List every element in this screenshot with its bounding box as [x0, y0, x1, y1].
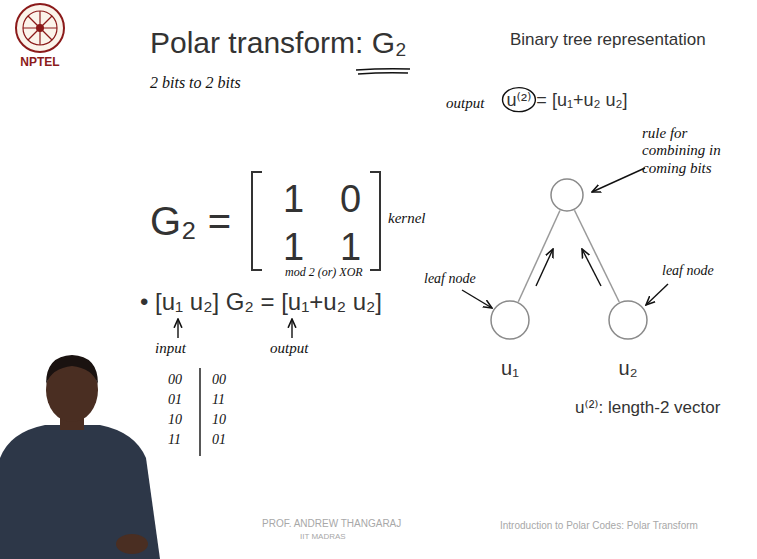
handwritten-note: output [270, 340, 308, 357]
table-divider [199, 368, 200, 456]
hand-arrow [291, 319, 292, 338]
footer-text: IIT MADRAS [300, 532, 346, 541]
hand-arrow [462, 290, 492, 308]
tree-edge [574, 210, 619, 302]
node-circle [551, 179, 583, 211]
handwritten-note: leaf node [424, 271, 476, 287]
table-cell: 00 [168, 372, 182, 388]
handwritten-note: leaf node [662, 263, 714, 279]
table-cell: 01 [212, 432, 226, 448]
nptel-logo [16, 4, 64, 52]
table-cell: 00 [212, 372, 226, 388]
table-cell: 01 [168, 392, 182, 408]
table-cell: 11 [168, 432, 181, 448]
node-circle [608, 300, 648, 340]
table-cell: 11 [212, 392, 225, 408]
root-node: u⁽²⁾ = [u₁+u₂ u₂] [550, 178, 584, 212]
handwritten-note: input [155, 340, 186, 357]
handwritten-note: kernel [388, 210, 425, 227]
hand-arrow [582, 249, 601, 286]
node-circle [550, 178, 584, 212]
matrix-entry: 1 [283, 178, 304, 222]
hand-arrow [536, 249, 553, 286]
matrix-entry: 1 [340, 226, 361, 270]
handwritten-note: output [446, 95, 484, 112]
leaf-node: u₂ [608, 300, 648, 340]
handwritten-note: rule for combining in coming bits [642, 125, 754, 177]
node-label: u₂ [619, 357, 638, 380]
tree-edge [518, 210, 560, 301]
node-circle [609, 301, 647, 339]
node-circle [491, 301, 529, 339]
logo-text: NPTEL [20, 56, 59, 70]
table-cell: 10 [212, 412, 226, 428]
matrix-entry: 0 [340, 178, 361, 222]
section-heading: Binary tree representation [510, 30, 706, 50]
matrix-bracket [370, 172, 380, 270]
matrix-bracket [252, 172, 262, 270]
hand-underline [356, 69, 410, 74]
hand-arrow [177, 319, 178, 338]
hand-arrow [592, 168, 645, 192]
leaf-node: u₁ [490, 300, 530, 340]
handwritten-note: mod 2 (or) XOR [285, 266, 363, 280]
handwritten-note: 2 bits to 2 bits [150, 74, 241, 92]
presenter-figure [0, 355, 160, 559]
equation-text: • [u₁ u₂] G₂ = [u₁+u₂ u₂] [140, 288, 382, 316]
footer-text: Introduction to Polar Codes: Polar Trans… [500, 520, 698, 532]
matrix-name: G₂ = [150, 198, 231, 244]
slide-title: Polar transform: G₂ [150, 26, 407, 61]
footer-text: PROF. ANDREW THANGARAJ [262, 518, 401, 530]
table-cell: 10 [168, 412, 182, 428]
node-circle [490, 300, 530, 340]
definition-text: u⁽²⁾: length-2 vector [575, 398, 720, 418]
node-label: u⁽²⁾ = [u₁+u₂ u₂] [507, 90, 628, 111]
hand-arrow [646, 284, 668, 305]
node-label: u₁ [501, 357, 519, 380]
matrix-entry: 1 [283, 226, 304, 270]
